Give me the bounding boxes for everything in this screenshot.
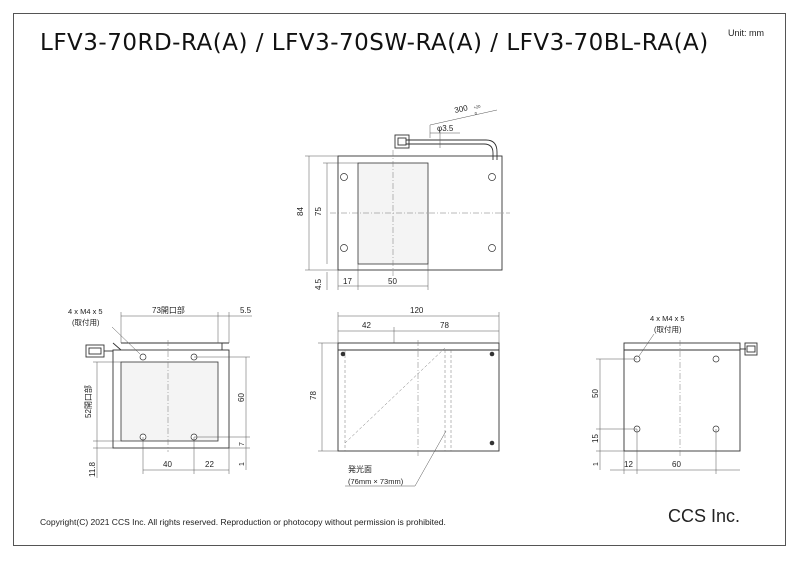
dim-75: 75	[314, 207, 323, 216]
dim-50: 50	[591, 389, 600, 398]
drawing-frame	[13, 13, 786, 546]
right-view-connector-inner	[746, 345, 756, 353]
front-view-screw	[340, 351, 346, 357]
top-view-hole	[488, 244, 496, 252]
dim-52-opening: 52開口部	[83, 385, 93, 418]
left-view-connector-inner	[88, 347, 102, 355]
leader-line	[638, 333, 655, 357]
front-view-screw	[489, 351, 495, 357]
left-view-edge	[112, 342, 122, 351]
dim-1: 1	[593, 462, 600, 466]
dim-cable-dia: φ3.5	[437, 124, 454, 133]
drawing-title: LFV3-70RD-RA(A) / LFV3-70SW-RA(A) / LFV3…	[40, 30, 709, 56]
dim-cable-tol-minus: 0	[474, 110, 478, 116]
top-view: 300 +20 0 φ3.5 84 75 4.5 17 50	[296, 103, 510, 290]
company-name: CCS Inc.	[668, 506, 741, 526]
dim-78-horizontal: 78	[440, 321, 449, 330]
left-view-housing	[112, 349, 230, 449]
copyright-notice: Copyright(C) 2021 CCS Inc. All rights re…	[40, 517, 446, 527]
dim-120: 120	[410, 306, 424, 315]
right-view-housing	[623, 342, 741, 452]
top-view-hole	[488, 173, 496, 181]
left-view-window	[120, 361, 219, 442]
right-view: 4 x M4 x 5 (取付用) 50 15 1 12 60	[591, 314, 758, 474]
top-view-cable	[406, 143, 494, 160]
dim-84: 84	[296, 207, 305, 216]
right-view-connector	[744, 342, 758, 356]
dim-60: 60	[672, 460, 681, 469]
dim-40: 40	[163, 460, 172, 469]
top-view-connector	[394, 134, 410, 149]
front-view-diagonal	[344, 347, 446, 444]
dim-73-opening: 73開口部	[152, 305, 185, 315]
dim-15: 15	[591, 434, 600, 443]
emit-surface-size: (76mm × 73mm)	[348, 477, 404, 486]
dim-17: 17	[343, 277, 352, 286]
dim-4-5: 4.5	[314, 278, 323, 290]
leader-line	[111, 326, 141, 355]
left-screw-spec: 4 x M4 x 5	[68, 307, 103, 316]
top-view-hole	[340, 244, 348, 252]
dim-78-vertical: 78	[309, 391, 318, 400]
unit-label: Unit: mm	[728, 28, 764, 38]
dim-12: 12	[624, 460, 633, 469]
dim-42: 42	[362, 321, 371, 330]
front-view-screw	[489, 440, 495, 446]
dim-cable-length: 300	[454, 103, 469, 115]
front-view: 120 42 78 78 発光面 (76mm × 73mm)	[309, 306, 500, 487]
top-view-cable	[406, 139, 498, 160]
left-view: 4 x M4 x 5 (取付用) 73開口部 5.5 52開口部 60 11.8…	[68, 305, 252, 478]
left-screw-purpose: (取付用)	[72, 317, 100, 327]
right-screw-spec: 4 x M4 x 5	[650, 314, 685, 323]
right-view-hole	[712, 355, 720, 363]
dim-cable-tol-plus: +20	[473, 104, 481, 110]
dim-50: 50	[388, 277, 397, 286]
dim-5-5: 5.5	[240, 306, 252, 315]
top-view-hole	[340, 173, 348, 181]
dim-1: 1	[239, 462, 246, 466]
leader-line	[345, 430, 447, 487]
top-view-connector-inner	[397, 137, 407, 146]
dim-7: 7	[239, 442, 246, 446]
left-view-hole	[139, 353, 147, 361]
front-view-housing	[337, 342, 500, 452]
dim-60: 60	[237, 393, 246, 402]
emit-surface-label: 発光面	[348, 464, 372, 474]
right-screw-purpose: (取付用)	[654, 324, 682, 334]
dim-22: 22	[205, 460, 214, 469]
dim-line	[429, 109, 498, 126]
dim-11-8: 11.8	[88, 461, 97, 477]
